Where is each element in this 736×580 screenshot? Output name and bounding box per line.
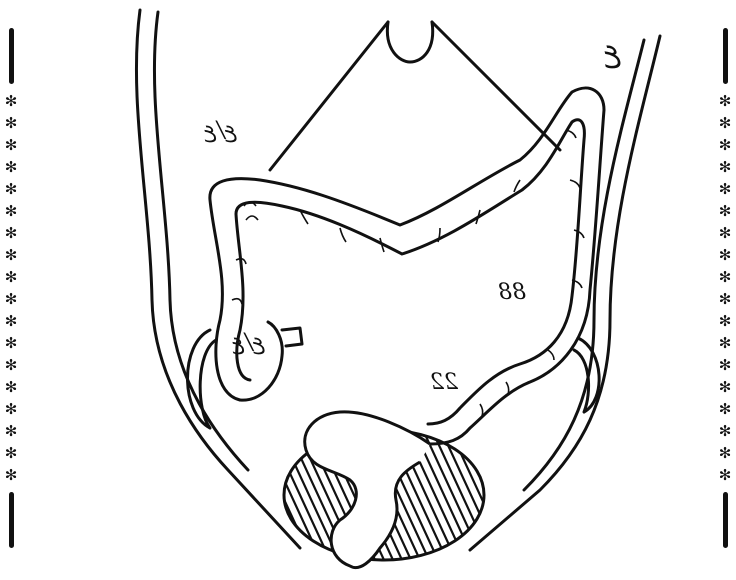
torso-right-inner [524,40,644,490]
hatch-line [441,430,501,560]
colon-outer-wall [210,88,604,444]
hatch-line [477,430,537,560]
hatch-line [459,430,519,560]
appendix [282,328,302,346]
xiphoid-notch [387,22,432,62]
label-top-right: ع [604,34,622,69]
rib-line-right [432,22,560,150]
iliac-crest-right [574,338,599,412]
colon-inner-wall [236,120,584,424]
label-sigmoid: 22 [430,370,458,395]
label-descending-colon: 88 [498,280,526,305]
label-hepatic-flexure: ع/ع [204,118,238,143]
hatch-line [468,430,528,560]
haustra-marks [232,130,584,416]
label-cecum: ع/ع [232,330,266,355]
hatch-line [486,430,546,560]
iliac-crest-left [188,330,217,428]
pelvic-region [234,412,546,568]
rib-line-left [270,22,388,170]
hatch-line [252,430,312,560]
torso-left-outer [136,10,300,548]
